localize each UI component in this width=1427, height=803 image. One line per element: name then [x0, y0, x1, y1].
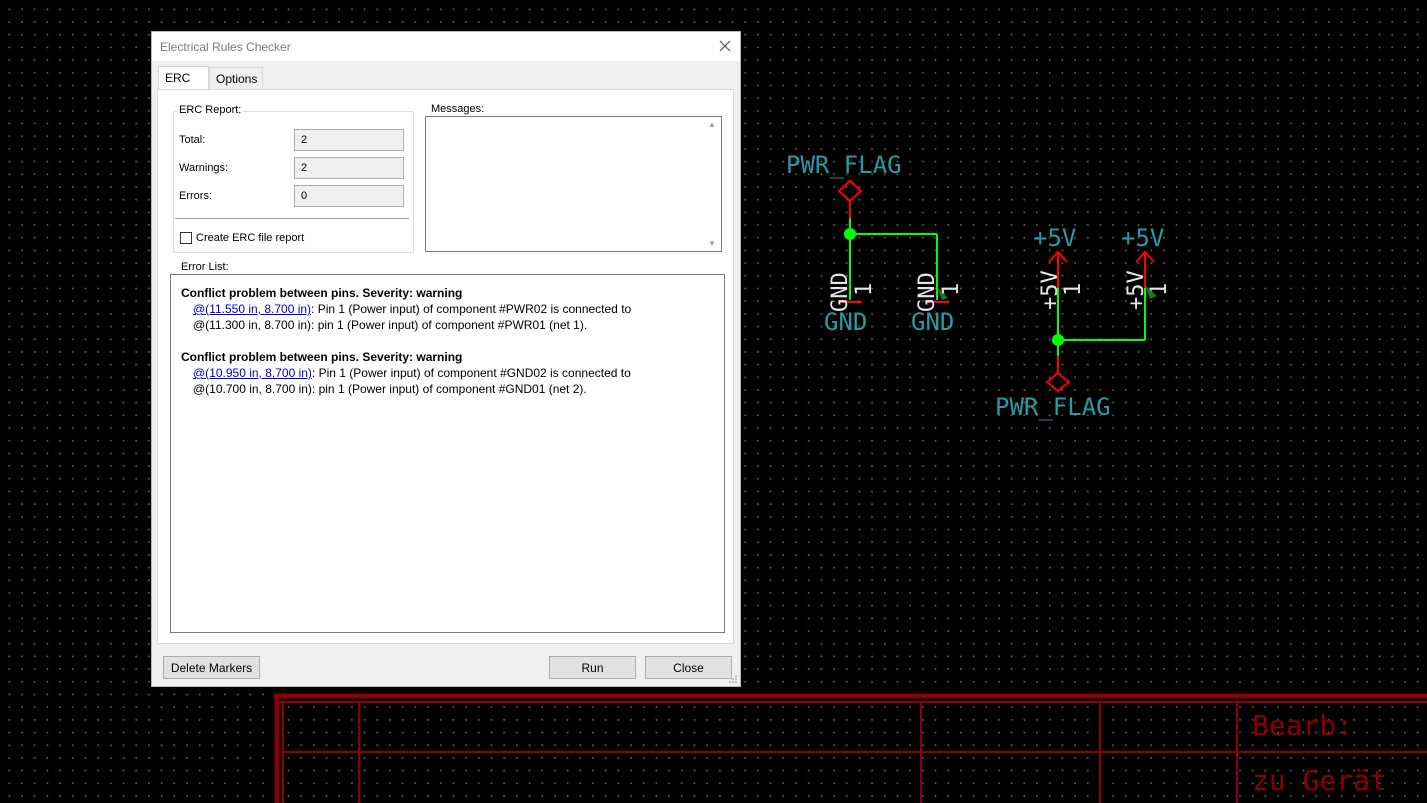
pwr-flag-label-2: PWR_FLAG: [995, 393, 1111, 421]
run-button[interactable]: Run: [549, 656, 636, 679]
error-location-link[interactable]: @(11.550 in, 8.700 in): [193, 302, 312, 316]
tab-erc[interactable]: ERC: [158, 66, 209, 90]
create-report-label[interactable]: Create ERC file report: [196, 232, 305, 244]
error-text: : Pin 1 (Power input) of component #GND0…: [311, 366, 631, 380]
tab-options[interactable]: Options: [209, 67, 263, 89]
error-location-link[interactable]: @(10.950 in, 8.700 in): [193, 366, 312, 380]
gnd-ref-2: GND: [915, 272, 940, 312]
erc-report-group: [173, 111, 414, 253]
dialog-titlebar[interactable]: Electrical Rules Checker: [152, 32, 740, 61]
warnings-value: 2: [294, 157, 404, 179]
error-list-heading: Error List:: [181, 261, 229, 273]
erc-dialog: Electrical Rules Checker ERC Options ERC…: [151, 31, 741, 687]
messages-textbox[interactable]: ▲ ▼: [425, 116, 722, 252]
pwr-flag-symbol-2[interactable]: [1045, 371, 1071, 393]
erc-marker-icon[interactable]: [1145, 285, 1157, 299]
plus5v-label-1: +5V: [1033, 224, 1076, 252]
error-header: Conflict problem between pins. Severity:…: [181, 286, 463, 300]
junction-dot: [844, 228, 856, 240]
title-block-zu-geraet-label: zu Gerät: [1252, 764, 1387, 797]
total-label: Total:: [179, 134, 206, 146]
title-block-bearb-label: Bearb:: [1252, 709, 1353, 742]
resize-grip-icon[interactable]: [728, 674, 738, 684]
plus5v-pin-num-1: 1: [1061, 283, 1086, 296]
errors-label: Errors:: [179, 190, 212, 202]
error-item: Conflict problem between pins. Severity:…: [181, 349, 724, 397]
delete-markers-button[interactable]: Delete Markers: [163, 656, 260, 679]
erc-report-heading: ERC Report:: [177, 104, 244, 116]
error-text: : Pin 1 (Power input) of component #PWR0…: [311, 302, 632, 316]
messages-heading: Messages:: [431, 103, 485, 115]
error-list[interactable]: Conflict problem between pins. Severity:…: [170, 274, 725, 633]
total-value: 2: [294, 129, 404, 151]
scroll-up-icon[interactable]: ▲: [708, 120, 716, 129]
title-block: [274, 693, 1427, 803]
pwr-flag-label-1: PWR_FLAG: [786, 151, 902, 179]
dialog-title: Electrical Rules Checker: [160, 40, 291, 54]
scroll-down-icon[interactable]: ▼: [708, 239, 716, 248]
pwr-flag-symbol-1[interactable]: [837, 179, 863, 203]
errors-value: 0: [294, 185, 404, 207]
gnd-ref-1: GND: [828, 272, 853, 312]
junction-dot: [1052, 334, 1064, 346]
error-text: @(11.300 in, 8.700 in): pin 1 (Power inp…: [193, 318, 588, 332]
close-icon[interactable]: [716, 37, 734, 55]
report-separator: [175, 218, 409, 219]
gnd-value-1: GND: [824, 308, 867, 336]
error-item: Conflict problem between pins. Severity:…: [181, 285, 724, 333]
warnings-label: Warnings:: [179, 162, 229, 174]
create-report-checkbox[interactable]: [180, 232, 192, 244]
plus5v-ref-1: +5V: [1038, 270, 1063, 310]
error-header: Conflict problem between pins. Severity:…: [181, 350, 463, 364]
close-button[interactable]: Close: [645, 656, 732, 679]
messages-scrollbar[interactable]: ▲ ▼: [706, 117, 721, 251]
plus5v-label-2: +5V: [1121, 224, 1164, 252]
erc-tab-panel: ERC Report: Total: 2 Warnings: 2 Errors:…: [157, 89, 734, 644]
gnd-pin-num-1: 1: [852, 283, 877, 296]
erc-marker-icon[interactable]: [937, 287, 948, 300]
gnd-pin-num-2: 1: [939, 283, 964, 296]
error-text: @(10.700 in, 8.700 in): pin 1 (Power inp…: [193, 382, 587, 396]
gnd-value-2: GND: [911, 308, 954, 336]
